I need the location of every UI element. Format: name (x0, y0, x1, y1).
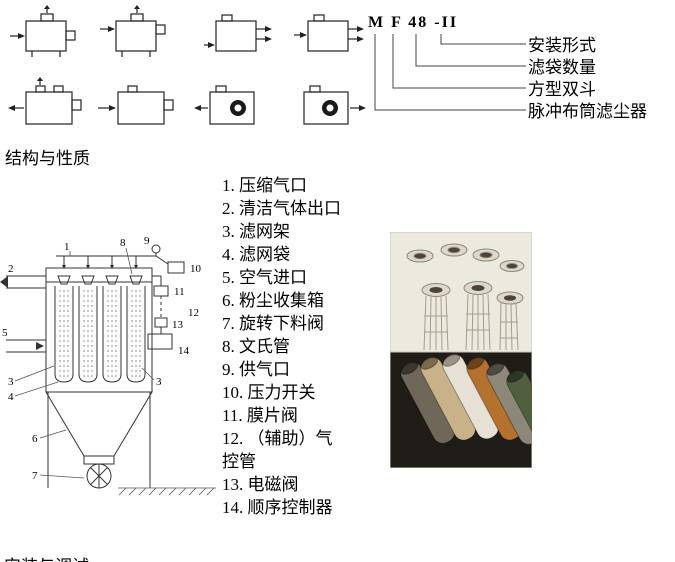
callout-number-2: 2 (8, 263, 14, 275)
callout-bag-count: 滤袋数量 (528, 58, 596, 77)
rotary-valve (83, 455, 115, 489)
part-item: 4. 滤网袋 (222, 245, 290, 264)
callout-installation-form: 安装形式 (528, 36, 596, 55)
inlet-arrow-icon (208, 42, 215, 48)
callout-number-4: 4 (8, 391, 14, 403)
callout-square-double-hopper: 方型双斗 (528, 80, 596, 99)
callout-number-5: 5 (2, 327, 8, 339)
outlet-arrow-icon (357, 26, 364, 32)
install-config-diagram-2 (100, 5, 166, 57)
model-callout-lines (374, 34, 526, 111)
dust-hopper (45, 391, 153, 457)
filter-cages-photo (390, 232, 532, 353)
section-heading: 结构与性质 (5, 149, 90, 168)
outlet-flow-arrow (0, 276, 8, 288)
round-port-hole (234, 104, 242, 112)
callout-number-6: 6 (32, 433, 38, 445)
part-item: 11. 膜片阀 (222, 406, 298, 425)
callout-number-8: 8 (120, 237, 126, 249)
part-item: 1. 压缩气口 (222, 176, 307, 195)
round-port-hole (326, 104, 334, 112)
part-item: 6. 粉尘收集箱 (222, 291, 324, 310)
parts-list: 1. 压缩气口 2. 清洁气体出口 3. 滤网架 4. 滤网袋 5. 空气进口 … (222, 174, 342, 519)
fabric-tubes (400, 353, 532, 451)
callout-pulse-bag-filter: 脉冲布筒滤尘器 (528, 102, 647, 121)
outlet-arrow-icon (357, 36, 364, 42)
part-item: 14. 顺序控制器 (222, 498, 333, 517)
install-config-diagram-4 (294, 14, 364, 52)
part-item: 3. 滤网架 (222, 222, 290, 241)
ground-hatching (118, 487, 216, 496)
left-arrow-icon (194, 105, 201, 111)
callout-number-11: 11 (174, 286, 185, 298)
part-item: 5. 空气进口 (222, 268, 307, 287)
up-arrow-icon (44, 5, 50, 9)
left-arrow-icon (8, 105, 15, 111)
callout-number-13: 13 (172, 319, 184, 331)
part-item: 12. （辅助）气控管 (222, 429, 333, 471)
callout-number-10: 10 (190, 263, 202, 275)
install-config-diagram-7 (194, 85, 255, 125)
model-code: M F 48 -II (368, 14, 459, 31)
part-item: 8. 文氏管 (222, 337, 290, 356)
callout-number-3: 3 (8, 376, 14, 388)
up-arrow-icon (37, 77, 43, 81)
venturi-tubes (57, 275, 143, 285)
inlet-arrow-icon (18, 33, 25, 39)
product-photo (390, 232, 532, 468)
right-arrow-icon (359, 105, 366, 111)
up-arrow-icon (134, 5, 140, 9)
pulse-nozzle-arrows (62, 265, 138, 269)
callout-number-7: 7 (32, 470, 38, 482)
part-item: 2. 清洁气体出口 (222, 199, 341, 218)
control-components (147, 255, 185, 350)
install-config-diagram-3 (204, 14, 272, 52)
inlet-flow-arrow (36, 342, 44, 350)
clean-gas-outlet-pipe (6, 275, 46, 289)
part-item: 7. 旋转下料阀 (222, 314, 324, 333)
install-config-diagram-6 (98, 85, 174, 125)
filter-bags-photo (390, 351, 532, 468)
install-config-diagram-5 (8, 77, 82, 125)
inlet-arrow-icon (109, 105, 116, 111)
cage-collars (406, 243, 525, 272)
callout-number-12: 12 (188, 307, 199, 319)
callout-number-9: 9 (144, 235, 150, 247)
install-config-diagram-1 (10, 5, 76, 57)
install-config-diagram-8 (303, 85, 366, 125)
callout-number-14: 14 (178, 345, 190, 357)
leader-lines (14, 247, 155, 479)
structure-diagram: 1 8 9 10 11 12 13 14 2 5 3 4 3 6 7 (0, 235, 216, 496)
cage-wires (421, 281, 524, 351)
outlet-arrow-icon (265, 26, 272, 32)
part-item: 13. 电磁阀 (222, 475, 299, 494)
part-item: 10. 压力开关 (222, 383, 316, 402)
outlet-arrow-icon (265, 36, 272, 42)
callout-number-3-right: 3 (156, 376, 162, 388)
part-item: 9. 供气口 (222, 360, 290, 379)
inlet-arrow-icon (300, 32, 307, 38)
air-inlet-pipe (6, 339, 46, 353)
support-legs (47, 392, 151, 488)
bottom-partial-heading: 安装与调试 (4, 552, 89, 562)
inlet-arrow-icon (108, 26, 115, 32)
callout-number-1: 1 (64, 241, 70, 253)
bag-texture (59, 290, 141, 378)
filter-bags (54, 286, 146, 383)
